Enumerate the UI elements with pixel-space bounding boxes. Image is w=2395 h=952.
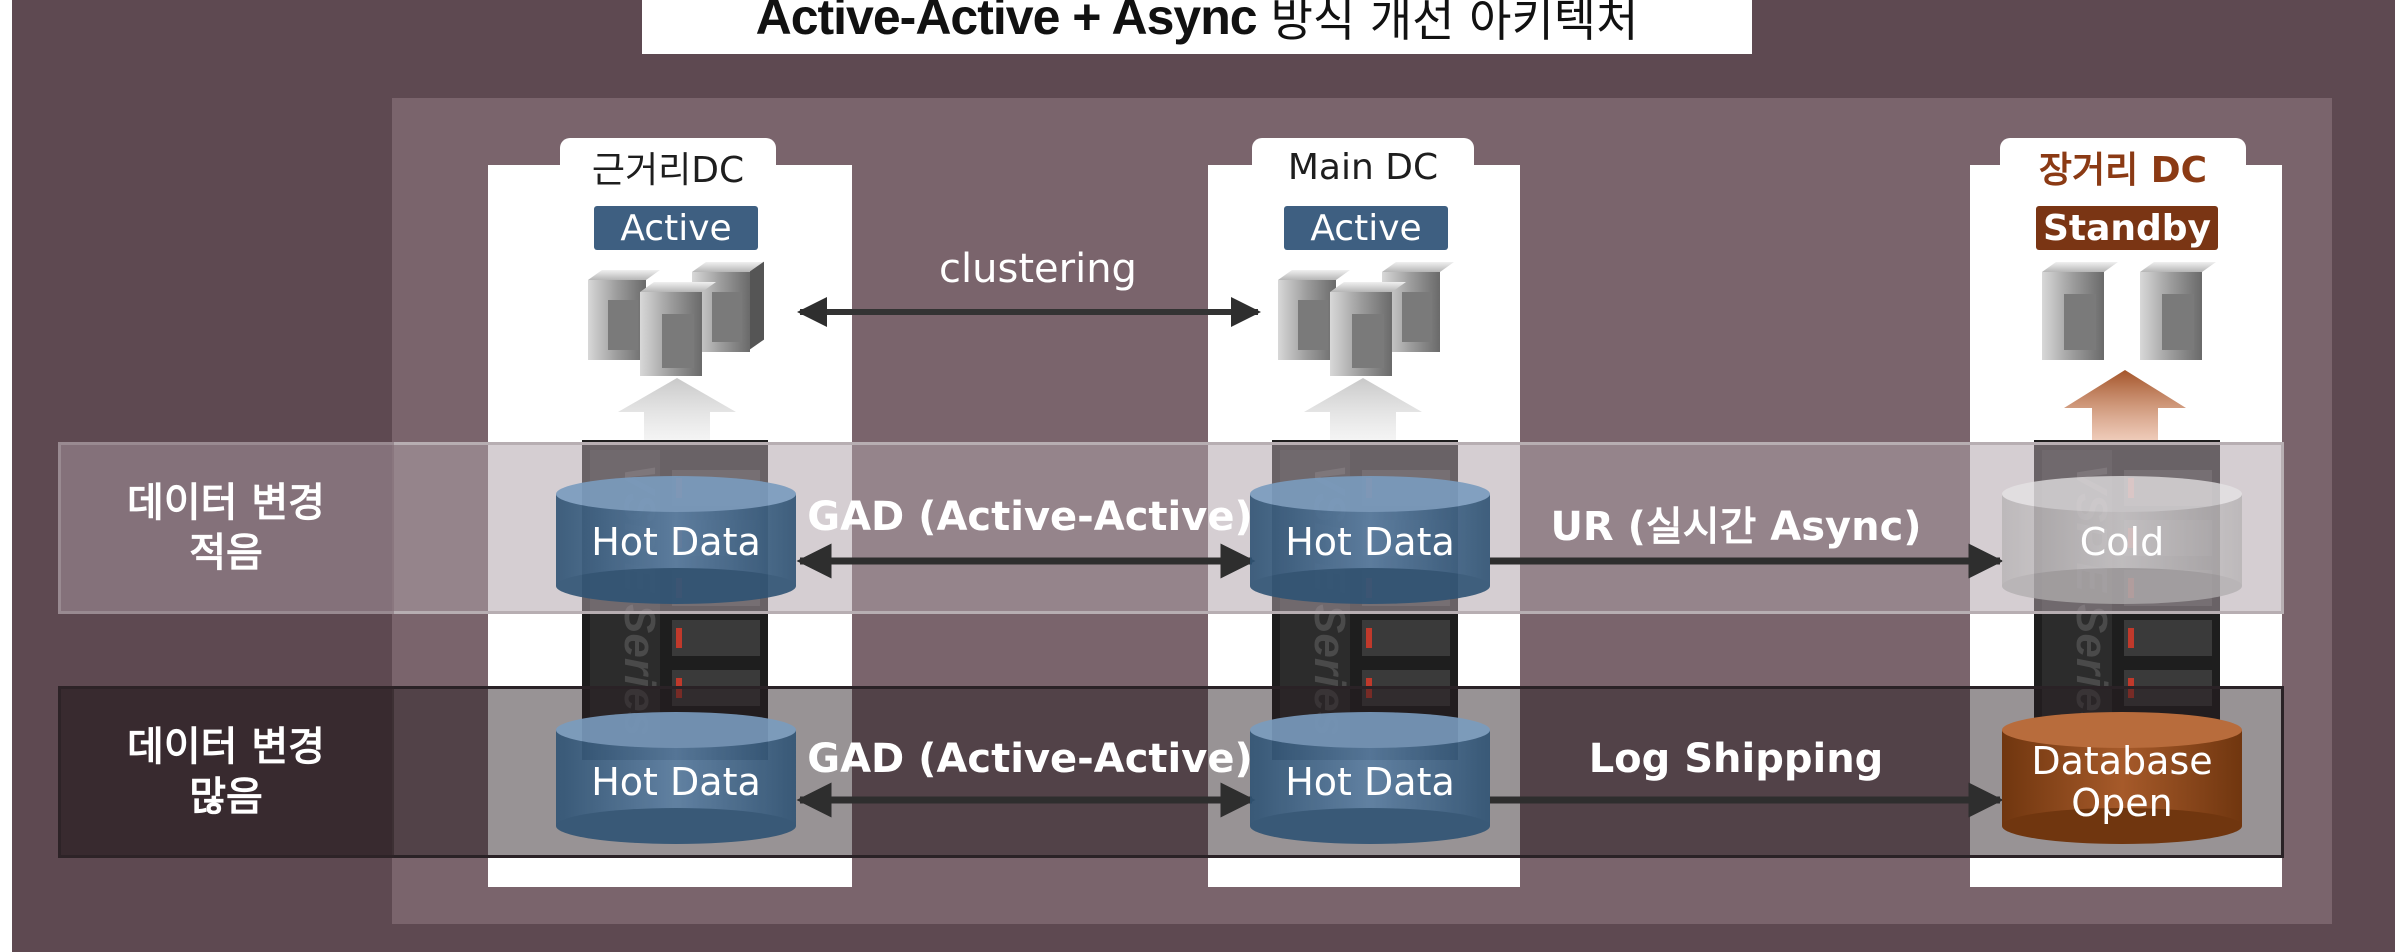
band-label-low-change: 데이터 변경 적음 (58, 442, 394, 614)
cell-main-high: Hot Data (1285, 760, 1455, 805)
server-cluster-icon (588, 261, 764, 376)
server-cluster-icon (2042, 262, 2216, 360)
status-badge-near: Active (594, 206, 758, 250)
band-label-text: 데이터 변경 많음 (127, 724, 325, 820)
cylinder-hot-data (556, 476, 796, 604)
cell-near-low: Hot Data (591, 520, 761, 565)
cylinder-hot-data (1250, 476, 1490, 604)
dc-name-far: 장거리 DC (2000, 138, 2246, 196)
band-label-text: 데이터 변경 적음 (127, 480, 325, 576)
cylinder-cold (2002, 476, 2242, 604)
link-label-gad-high: GAD (Active-Active) (807, 736, 1253, 782)
page-title: Active-Active + Async 방식 개선 아키텍처 (642, 0, 1752, 54)
up-arrow-icon (1304, 378, 1422, 440)
band-low-change (58, 442, 2284, 614)
cylinder-database-open (2002, 712, 2242, 844)
up-arrow-icon (2064, 370, 2186, 440)
dc-name-main: Main DC (1252, 138, 1474, 196)
cylinder-hot-data (556, 712, 796, 844)
cell-far-low: Cold (2079, 520, 2165, 565)
title-main: Active-Active + Async (755, 0, 1258, 45)
cell-near-high: Hot Data (591, 760, 761, 805)
clustering-label: clustering (939, 246, 1137, 292)
cell-main-low: Hot Data (1285, 520, 1455, 565)
cell-far-high: Database Open (2031, 739, 2213, 825)
dc-name-near: 근거리DC (560, 138, 776, 196)
up-arrow-icon (618, 378, 736, 440)
status-badge-far: Standby (2036, 206, 2218, 250)
band-high-change (58, 686, 2284, 858)
band-label-high-change: 데이터 변경 많음 (58, 686, 394, 858)
link-label-log-shipping: Log Shipping (1588, 736, 1884, 782)
status-badge-main: Active (1284, 206, 1448, 250)
link-label-gad-low: GAD (Active-Active) (807, 494, 1253, 540)
link-label-ur: UR (실시간 Async) (1550, 504, 1922, 550)
cylinder-hot-data (1250, 712, 1490, 844)
title-sub: 방식 개선 아키텍처 (1270, 0, 1639, 47)
server-cluster-icon (1278, 262, 1454, 376)
